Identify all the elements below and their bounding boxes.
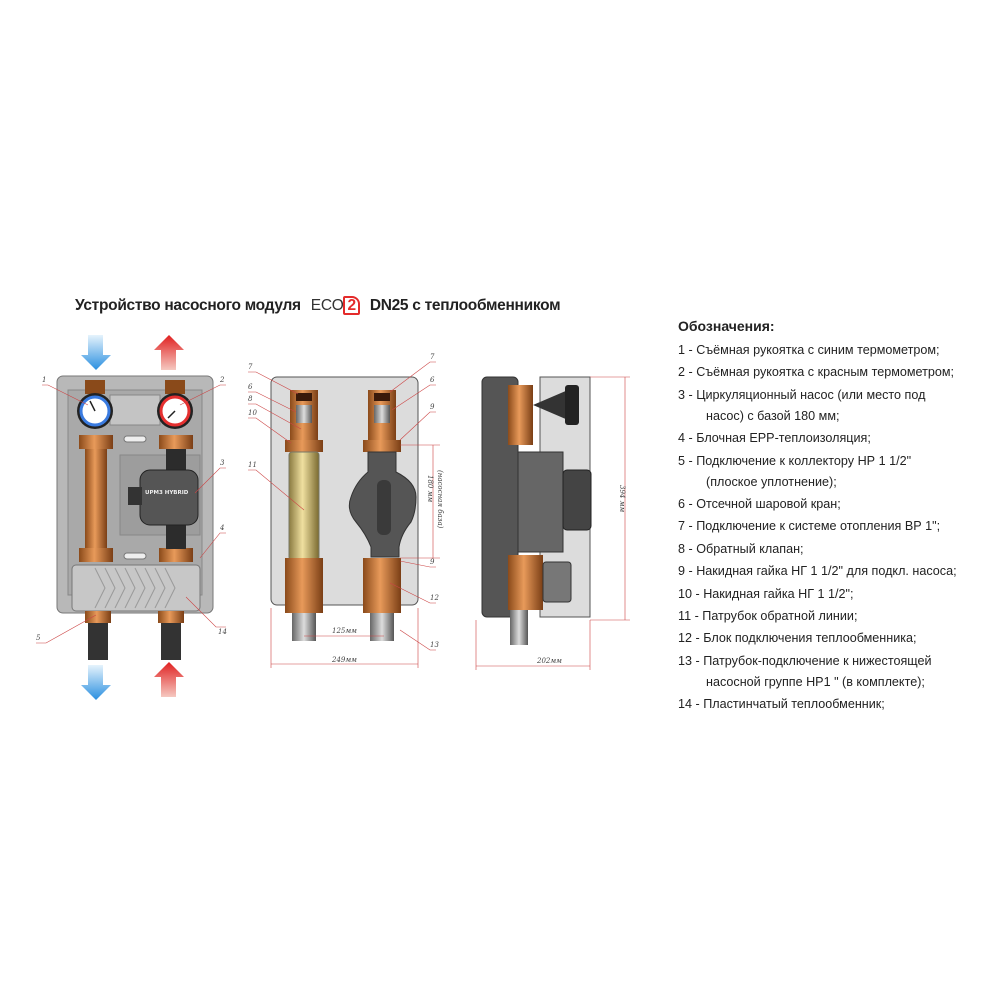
callout-6-right: 6 <box>430 376 435 384</box>
legend-item: 12 - Блок подключения теплообменника; <box>678 628 957 649</box>
dim-width: 249мм <box>331 656 357 664</box>
plate-heat-exchanger <box>71 564 201 612</box>
legend-item: 10 - Накидная гайка НГ 1 1/2"; <box>678 584 957 605</box>
legend: Обозначения: 1 - Съёмная рукоятка с сини… <box>678 318 957 716</box>
legend-item-text: 1 - Съёмная рукоятка с синим термометром… <box>678 343 940 357</box>
callout-8: 8 <box>248 395 253 403</box>
title-suffix: DN25 с теплообменником <box>369 297 561 314</box>
callout-9-bottom: 9 <box>430 558 435 566</box>
dim-height: 394 мм <box>618 485 626 512</box>
legend-item-text: 12 - Блок подключения теплообменника; <box>678 631 917 646</box>
callout-7-left: 7 <box>248 363 253 371</box>
legend-item-text: 9 - Накидная гайка НГ 1 1/2" для подкл. … <box>678 564 957 579</box>
legend-item: 11 - Патрубок обратной линии; <box>678 606 957 627</box>
callout-11: 11 <box>248 461 257 469</box>
hot-in-arrow-icon <box>154 662 184 697</box>
legend-item-text: 3 - Циркуляционный насос (или место под <box>678 387 926 402</box>
legend-item: 8 - Обратный клапан; <box>678 539 957 560</box>
legend-item-text: 11 - Патрубок обратной линии; <box>678 608 858 623</box>
legend-item: 2 - Съёмная рукоятка с красным термометр… <box>678 362 957 383</box>
cold-in-arrow-icon <box>81 335 111 370</box>
callout-6-left: 6 <box>248 383 253 391</box>
callout-7-right: 7 <box>430 353 435 361</box>
return-pipe <box>85 445 107 550</box>
legend-item: 3 - Циркуляционный насос (или место под н… <box>678 385 957 427</box>
legend-item-text: 14 - Пластинчатый теплообменник; <box>678 697 885 712</box>
legend-item: 4 - Блочная EPP-теплоизоляция; <box>678 428 957 449</box>
pump-label: UPM3 HYBRID <box>145 490 189 496</box>
legend-item: 6 - Отсечной шаровой кран; <box>678 494 957 515</box>
legend-item-text: 7 - Подключение к системе отопления ВР 1… <box>678 519 941 534</box>
callout-13: 13 <box>430 641 439 649</box>
callout-5: 5 <box>36 634 41 642</box>
circulation-pump <box>139 469 199 526</box>
callout-4: 4 <box>219 524 224 532</box>
dim-depth: 202мм <box>536 657 562 665</box>
legend-item-continuation: насос) с базой 180 мм; <box>706 408 840 423</box>
legend-item: 13 - Патрубок-подключение к нижестоящей н… <box>678 651 957 693</box>
legend-item: 5 - Подключение к коллектору НР 1 1/2" (п… <box>678 451 957 493</box>
legend-item: 7 - Подключение к системе отопления ВР 1… <box>678 516 957 537</box>
hot-out-arrow-icon <box>154 335 184 370</box>
return-line-pipe <box>288 451 320 561</box>
legend-item-text: 10 - Накидная гайка НГ 1 1/2"; <box>678 586 854 601</box>
legend-heading: Обозначения: <box>678 318 775 334</box>
legend-item-text: 2 - Съёмная рукоятка с красным термометр… <box>678 365 955 380</box>
callout-3: 3 <box>220 459 225 467</box>
callout-14: 14 <box>218 628 227 636</box>
callout-1: 1 <box>42 376 46 384</box>
legend-item-text: 13 - Патрубок-подключение к нижестоящей <box>678 653 932 668</box>
callout-12: 12 <box>430 594 439 602</box>
callout-9-top: 9 <box>430 403 435 411</box>
title-prefix: Устройство насосного модуля <box>75 297 301 314</box>
callout-10: 10 <box>248 409 257 417</box>
legend-item-text: 5 - Подключение к коллектору НР 1 1/2" <box>678 453 912 468</box>
side-view: 394 мм 202мм <box>475 376 630 670</box>
legend-item-text: 8 - Обратный клапан; <box>678 541 804 556</box>
dim-pipe-spacing: 125мм <box>332 627 357 635</box>
legend-item: 9 - Накидная гайка НГ 1 1/2" для подкл. … <box>678 561 957 582</box>
legend-item: 1 - Съёмная рукоятка с синим термометром… <box>678 340 957 361</box>
dim-pump-base: 180 мм <box>426 475 434 502</box>
legend-item-text: 4 - Блочная EPP-теплоизоляция; <box>678 431 871 446</box>
legend-item-continuation: насосной группе НР1 " (в комплекте); <box>706 674 925 689</box>
front-view: UPM3 HYBRID 1 2 3 4 5 14 <box>36 335 227 700</box>
dim-pump-base-note: (насосная база) <box>436 470 444 529</box>
legend-item-continuation: (плоское уплотнение); <box>706 474 837 489</box>
section-view: 7 6 8 10 11 7 6 9 9 12 13 125мм 249мм 18… <box>248 353 444 668</box>
legend-item-text: 6 - Отсечной шаровой кран; <box>678 496 841 511</box>
callout-2: 2 <box>219 376 225 384</box>
cold-out-arrow-icon <box>81 665 111 700</box>
legend-item: 14 - Пластинчатый теплообменник; <box>678 694 957 715</box>
